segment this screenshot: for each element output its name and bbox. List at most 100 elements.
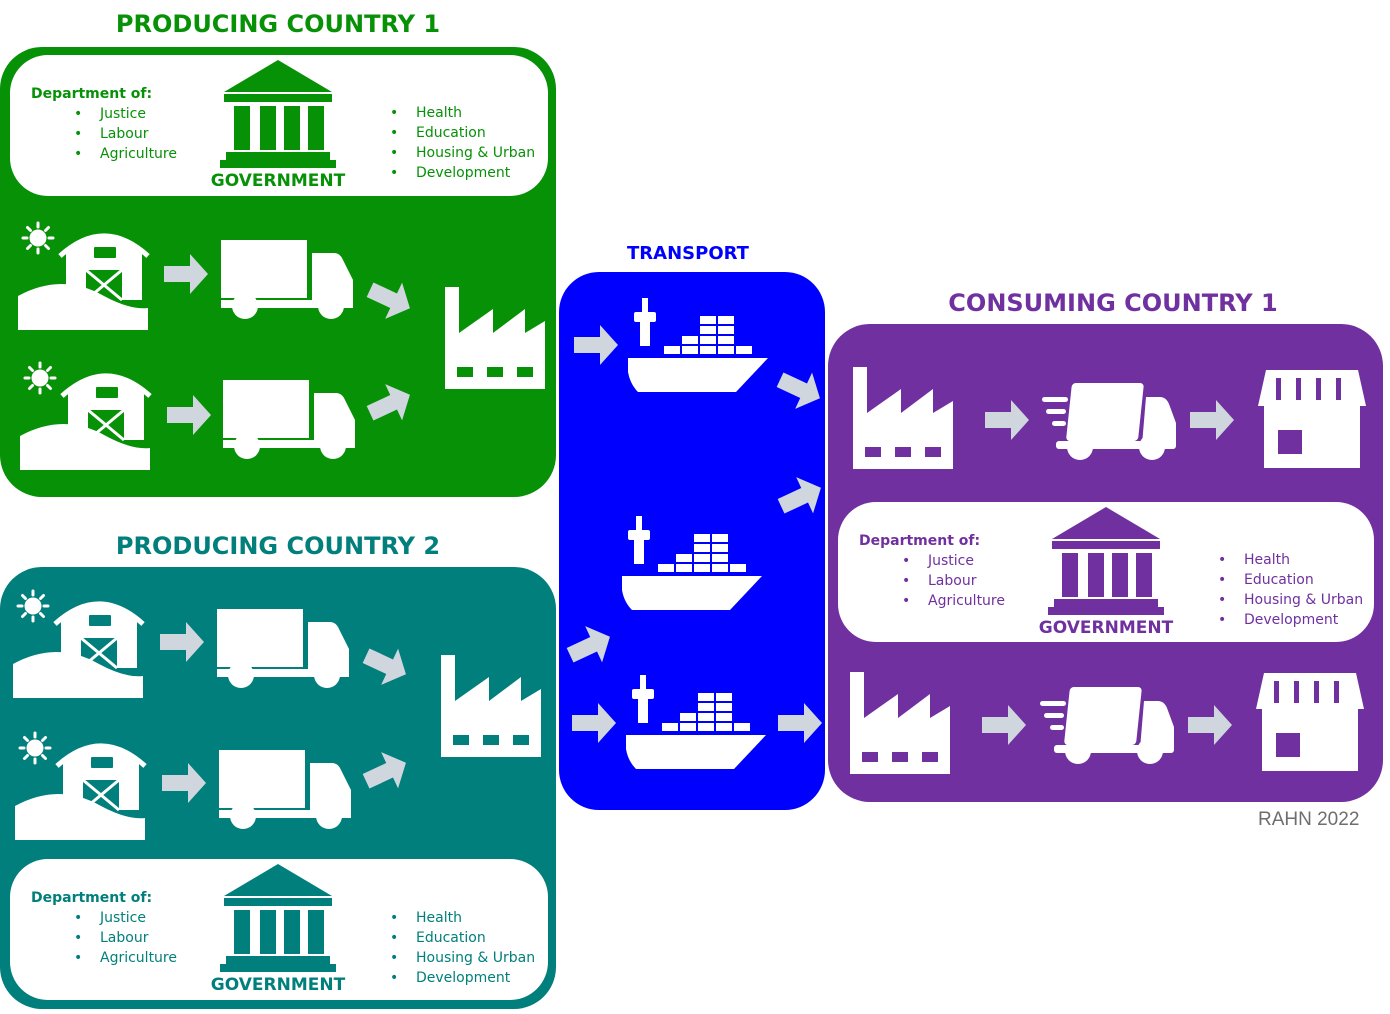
arrow-icon xyxy=(167,395,211,435)
transport-title: TRANSPORT xyxy=(627,243,749,264)
factory-window xyxy=(513,735,529,745)
arrow-icon xyxy=(361,376,419,432)
truck-icon xyxy=(219,750,351,829)
arrow-icon xyxy=(160,622,204,662)
service-item: Housing & Urban xyxy=(390,143,535,163)
department-item: Agriculture xyxy=(74,948,177,968)
arrow-icon xyxy=(982,705,1026,745)
store-stripe xyxy=(1314,681,1319,703)
farm-icon xyxy=(20,363,150,470)
department-item: Agriculture xyxy=(74,144,177,164)
government-label: GOVERNMENT xyxy=(210,171,346,191)
producing-country-1-title: PRODUCING COUNTRY 1 xyxy=(115,10,441,38)
factory-window xyxy=(862,752,878,762)
factory-window xyxy=(922,752,938,762)
factory-window xyxy=(865,447,881,457)
truck-icon xyxy=(223,380,355,459)
department-item: Labour xyxy=(74,928,177,948)
cargo-ship-icon xyxy=(628,298,768,392)
service-item: Education xyxy=(1218,570,1363,590)
service-item: Education xyxy=(390,123,535,143)
arrow-icon xyxy=(771,361,829,417)
service-item: Health xyxy=(1218,550,1363,570)
store-stripe xyxy=(1336,378,1341,400)
department-list: Justice Labour Agriculture xyxy=(74,104,177,164)
department-title: Department of: xyxy=(31,890,153,906)
department-title: Department of: xyxy=(31,86,153,102)
service-item: Housing & Urban xyxy=(1218,590,1363,610)
store-icon xyxy=(1256,673,1364,771)
arrow-icon xyxy=(572,703,616,743)
arrow-icon xyxy=(1188,705,1232,745)
factory-window xyxy=(925,447,941,457)
department-item: Labour xyxy=(902,571,1005,591)
department-item: Labour xyxy=(74,124,177,144)
government-building-icon xyxy=(1048,507,1164,615)
farm-icon xyxy=(13,591,143,698)
department-item: Justice xyxy=(902,551,1005,571)
arrow-icon xyxy=(1190,400,1234,440)
arrow-icon xyxy=(164,254,208,294)
store-stripe xyxy=(1334,681,1339,703)
service-item-continued: Development xyxy=(390,163,535,183)
factory-window xyxy=(457,367,473,377)
service-item: Health xyxy=(390,908,535,928)
services-list: Health Education Housing & Urban Develop… xyxy=(390,908,535,988)
producing-country-2-title: PRODUCING COUNTRY 2 xyxy=(115,532,441,560)
department-item: Justice xyxy=(74,104,177,124)
government-building-icon xyxy=(220,864,336,972)
credit-text: RAHN 2022 xyxy=(1258,809,1360,830)
government-label: GOVERNMENT xyxy=(210,975,346,995)
arrow-icon xyxy=(561,618,619,674)
arrow-icon xyxy=(778,703,822,743)
delivery-truck-icon xyxy=(1042,383,1176,460)
store-stripe xyxy=(1274,681,1279,703)
store-stripe xyxy=(1316,378,1321,400)
store-stripe xyxy=(1296,378,1301,400)
service-item-text: Development xyxy=(416,165,511,181)
consuming-country-1-title: CONSUMING COUNTRY 1 xyxy=(948,289,1278,317)
government-label: GOVERNMENT xyxy=(1038,618,1174,638)
department-list: Justice Labour Agriculture xyxy=(902,551,1005,611)
farm-icon xyxy=(18,223,148,330)
cargo-ship-icon xyxy=(622,516,762,610)
factory-window xyxy=(892,752,908,762)
factory-window xyxy=(453,735,469,745)
arrow-icon xyxy=(357,637,415,693)
department-item: Agriculture xyxy=(902,591,1005,611)
arrow-icon xyxy=(772,469,830,525)
store-door xyxy=(1276,733,1300,757)
department-title: Department of: xyxy=(859,533,981,549)
farm-icon xyxy=(15,733,145,840)
service-item-continued: Development xyxy=(390,968,535,988)
service-item-continued: Development xyxy=(1218,610,1363,630)
service-item-text: Development xyxy=(416,970,511,986)
arrow-icon xyxy=(985,400,1029,440)
cargo-ship-icon xyxy=(626,675,766,769)
department-list: Justice Labour Agriculture xyxy=(74,908,177,968)
factory-window xyxy=(895,447,911,457)
factory-window xyxy=(487,367,503,377)
service-item: Housing & Urban xyxy=(390,948,535,968)
store-door xyxy=(1278,430,1302,454)
delivery-truck-icon xyxy=(1040,687,1174,764)
service-item: Health xyxy=(390,103,535,123)
truck-icon xyxy=(221,240,353,319)
store-icon xyxy=(1258,370,1366,468)
truck-icon xyxy=(217,609,349,688)
factory-window xyxy=(517,367,533,377)
service-item: Education xyxy=(390,928,535,948)
store-stripe xyxy=(1276,378,1281,400)
factory-window xyxy=(483,735,499,745)
arrow-icon xyxy=(162,763,206,803)
services-list: Health Education Housing & Urban Develop… xyxy=(1218,550,1363,630)
store-stripe xyxy=(1294,681,1299,703)
arrow-icon xyxy=(357,744,415,800)
service-item-text: Development xyxy=(1244,612,1339,628)
arrow-icon xyxy=(361,271,419,327)
arrow-icon xyxy=(574,325,618,365)
government-building-icon xyxy=(220,60,336,168)
services-list: Health Education Housing & Urban Develop… xyxy=(390,103,535,183)
department-item: Justice xyxy=(74,908,177,928)
